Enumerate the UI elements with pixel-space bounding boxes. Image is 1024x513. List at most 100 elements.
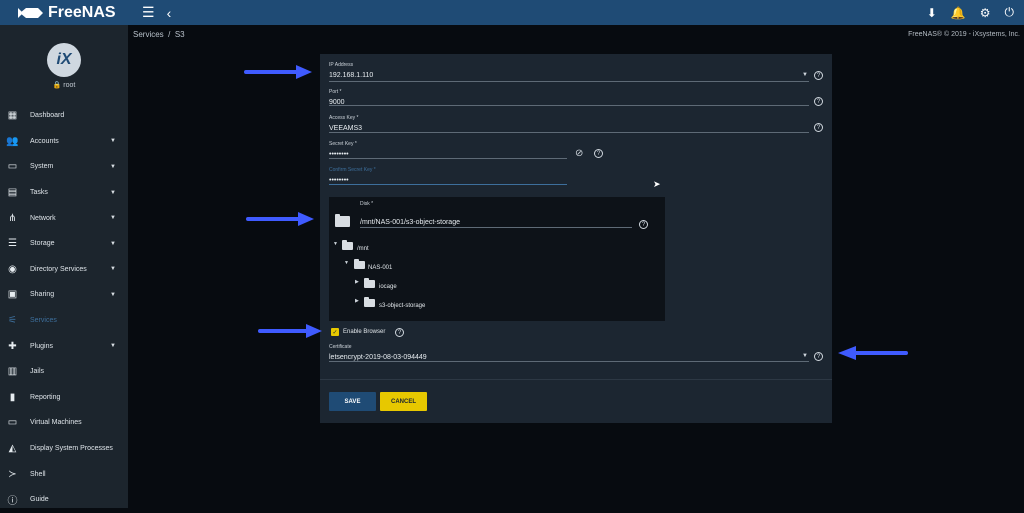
secret-key-help-icon[interactable]: ? [594,149,603,158]
breadcrumb-separator: / [168,30,171,39]
directory-services-icon: ◉ [8,263,17,275]
browser-help-icon[interactable]: ? [395,328,404,337]
mouse-cursor-icon: ➤ [653,179,661,189]
disk-value: /mnt/NAS-001/s3-object-storage [360,219,460,226]
sidebar-item-label: Shell [30,470,46,478]
sidebar-item-system[interactable]: ▭System▼ [0,154,128,180]
certificate-label: Certificate [329,344,352,350]
tree-node-mnt[interactable]: /mnt [357,246,369,252]
confirm-secret-key-value: •••••••• [329,177,349,184]
dashboard-icon: ▦ [7,110,18,122]
chevron-down-icon: ▼ [110,266,116,273]
access-key-help-icon[interactable]: ? [814,123,823,132]
tree-node-s3[interactable]: s3-object-storage [379,303,426,309]
sidebar-item-plugins[interactable]: ✚Plugins▼ [0,333,128,359]
annotation-arrow-right-icon [244,65,312,79]
sidebar-item-display-system-processes[interactable]: ◭ Display System Processes [0,436,128,462]
processes-icon: ◭ [8,443,17,455]
truecommand-icon[interactable]: ⬇ [926,5,937,20]
tree-collapsed-icon[interactable]: ▶ [355,279,359,285]
freenas-logo[interactable]: FreeNAS [0,4,128,22]
sidebar-item-label: Reporting [30,393,61,401]
fish-icon [18,7,43,18]
user-label[interactable]: 🔒 root [0,81,128,89]
tree-node-iocage[interactable]: iocage [379,284,397,290]
disk-explorer [329,197,665,321]
annotation-arrow-left-icon [838,346,908,360]
save-button[interactable]: SAVE [329,392,376,411]
disk-field[interactable]: Disk * /mnt/NAS-001/s3-object-storage [360,201,632,228]
sharing-icon: ▣ [7,289,18,301]
enable-browser-checkbox[interactable]: ✓ [331,328,339,336]
access-key-field[interactable]: Access Key * VEEAMS3 [329,115,809,133]
port-field[interactable]: Port * 9000 [329,89,809,106]
sidebar-item-directory-services[interactable]: ◉ Directory Services ▼ [0,257,128,283]
chevron-down-icon: ▼ [110,138,116,145]
accounts-icon: 👥 [6,135,19,147]
chevron-down-icon: ▼ [110,163,116,170]
storage-icon: ☰ [8,238,17,250]
confirm-secret-key-field[interactable]: Confirm Secret Key * •••••••• [329,167,567,185]
folder-icon [364,278,375,288]
sidebar-item-virtual-machines[interactable]: ▭Virtual Machines [0,410,128,436]
sidebar-item-shell[interactable]: ≻ Shell [0,461,128,487]
folder-icon [342,240,353,250]
menu-icon[interactable]: ☰ [142,4,155,20]
tree-node-pool[interactable]: NAS-001 [368,265,393,271]
jails-icon: ▥ [7,366,18,378]
sidebar-item-label: System [30,163,54,171]
tasks-icon: ▤ [7,187,18,199]
sidebar-item-storage[interactable]: ☰Storage▼ [0,231,128,257]
folder-icon [335,214,350,227]
sidebar-item-network[interactable]: ⋔Network▼ [0,205,128,231]
annotation-arrow-right-icon [246,212,314,226]
secret-key-field[interactable]: Secret Key * •••••••• [329,141,567,159]
topbar-actions: ⬇ 🔔 ⚙ ⏻ [927,0,1014,25]
gear-icon[interactable]: ⚙ [979,5,991,20]
sidebar-item-label: Plugins [30,342,53,350]
ip-address-field[interactable]: IP Address 192.168.1.110 [329,62,809,82]
certificate-help-icon[interactable]: ? [814,352,823,361]
cancel-button[interactable]: CANCEL [380,392,427,411]
sidebar-item-dashboard[interactable]: ▦Dashboard [0,103,128,129]
port-help-icon[interactable]: ? [814,97,823,106]
sidebar-item-label: Guide [30,496,49,504]
shell-icon: ≻ [8,468,17,480]
sidebar-item-services[interactable]: ⚟Services [0,308,128,334]
ip-address-value: 192.168.1.110 [329,72,374,79]
chevron-down-icon: ▼ [110,189,116,196]
sidebar-item-guide[interactable]: ⓘ Guide [0,487,128,513]
sidebar-item-accounts[interactable]: 👥Accounts▼ [0,129,128,155]
enable-browser-label: Enable Browser [343,329,386,335]
breadcrumb-services[interactable]: Services [133,30,164,39]
sidebar-item-jails[interactable]: ▥Jails [0,359,128,385]
certificate-field[interactable]: Certificate letsencrypt-2019-08-03-09444… [329,344,809,362]
chevron-down-icon: ▼ [110,291,116,298]
ip-dropdown-icon[interactable]: ▼ [802,72,808,78]
disk-help-icon[interactable]: ? [639,220,648,229]
sidebar-item-label: Display System Processes [30,445,113,453]
top-bar: FreeNAS ☰ ‹ ⬇ 🔔 ⚙ ⏻ [0,0,1024,25]
tree-expanded-icon[interactable]: ▼ [333,241,338,247]
sidebar: iX 🔒 root ▦Dashboard👥Accounts▼▭System▼▤T… [0,25,128,508]
secret-key-value: •••••••• [329,151,349,158]
guide-icon: ⓘ [7,496,18,508]
sidebar-item-label: Network [30,214,56,222]
lock-icon: 🔒 [52,82,62,89]
tree-expanded-icon[interactable]: ▼ [344,260,349,266]
ip-help-icon[interactable]: ? [814,71,823,80]
eye-off-icon[interactable]: ⊘ [575,148,584,159]
sidebar-item-label: Virtual Machines [30,419,82,427]
chevron-left-icon[interactable]: ‹ [166,4,172,21]
tree-collapsed-icon[interactable]: ▶ [355,298,359,304]
sidebar-item-label: Directory Services [30,265,87,273]
power-icon[interactable]: ⏻ [1004,5,1015,19]
folder-icon [364,297,375,307]
certificate-dropdown-icon[interactable]: ▼ [802,353,808,359]
chevron-down-icon: ▼ [110,215,116,222]
sidebar-item-sharing[interactable]: ▣Sharing▼ [0,282,128,308]
breadcrumb-current: S3 [174,30,185,39]
sidebar-item-reporting[interactable]: ▮Reporting [0,385,128,411]
sidebar-item-tasks[interactable]: ▤Tasks▼ [0,180,128,206]
bell-icon[interactable]: 🔔 [950,5,966,20]
